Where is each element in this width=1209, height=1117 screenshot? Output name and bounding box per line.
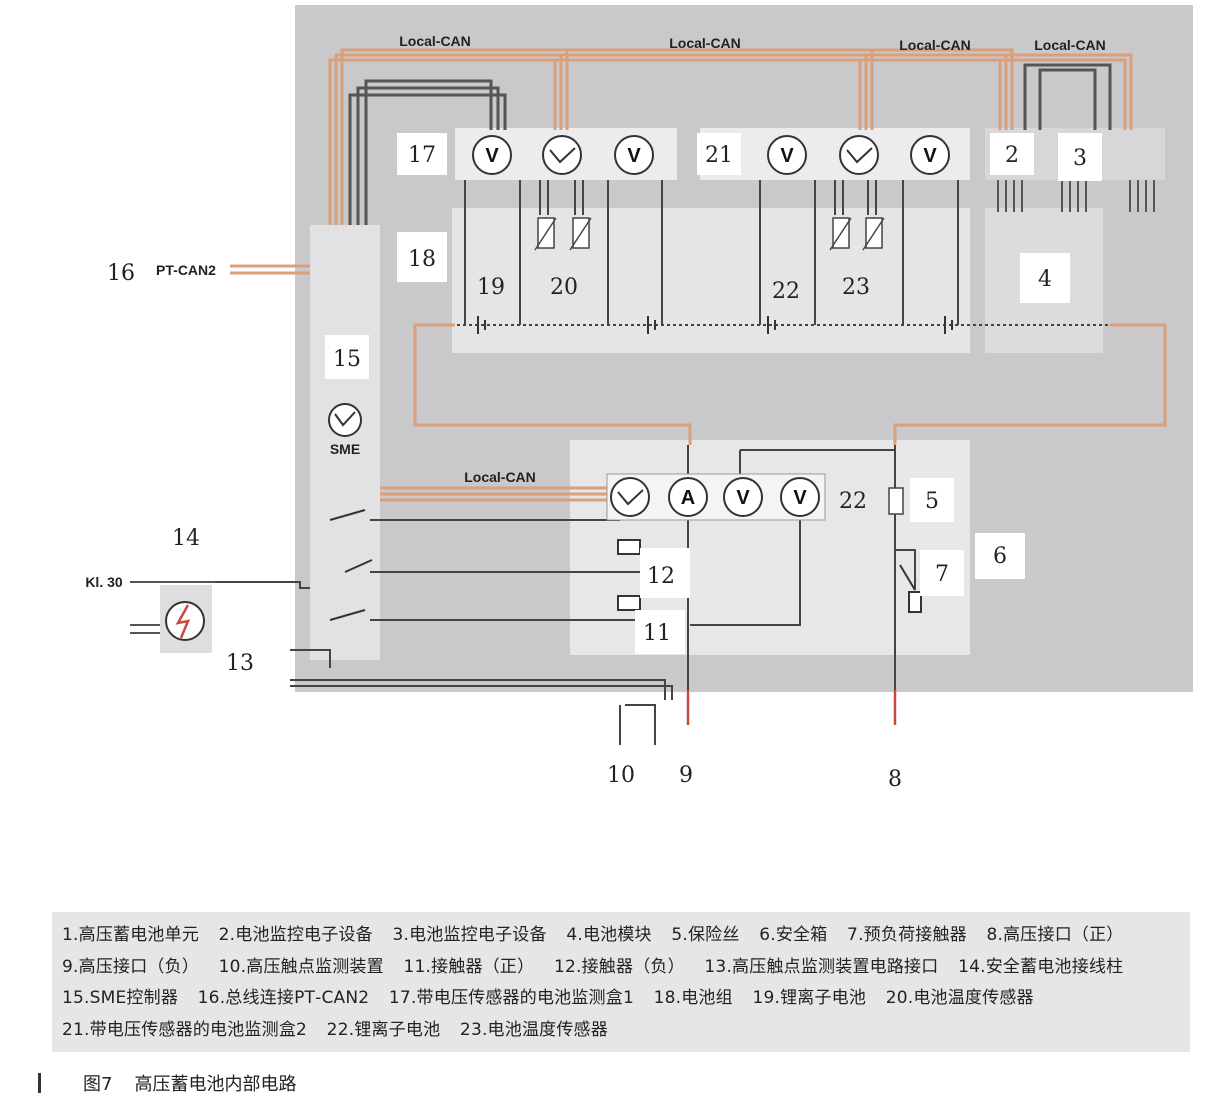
voltage-meter-1a: V xyxy=(472,135,512,175)
callout-16: 16 xyxy=(107,261,135,286)
callout-7: 7 xyxy=(935,562,949,587)
current-sensor-2-icon xyxy=(839,135,879,175)
legend-item: 16.总线连接PT‐CAN2 xyxy=(197,988,370,1008)
kl30-wire xyxy=(130,581,215,634)
callout-14: 14 xyxy=(172,526,200,551)
legend-item: 2.电池监控电子设备 xyxy=(218,925,373,945)
hv-output-wires xyxy=(686,690,897,725)
figure-number: 图7 xyxy=(83,1074,113,1095)
ammeter: A xyxy=(668,477,708,517)
callout-11: 11 xyxy=(643,621,671,646)
local-can-label-4: Local-CAN xyxy=(1034,37,1106,53)
figure-caption: 图7 高压蓄电池内部电路 xyxy=(38,1068,296,1098)
callout-18: 18 xyxy=(408,247,436,272)
callout-20: 20 xyxy=(550,275,578,300)
svg-text:V: V xyxy=(485,145,499,167)
current-sensor-safety-box-icon xyxy=(610,477,650,517)
contactor-switches xyxy=(329,509,922,621)
callout-21: 21 xyxy=(705,143,733,168)
sme-sensor-icon xyxy=(328,403,362,437)
lightning-icon xyxy=(165,601,205,641)
local-can-safety-box xyxy=(380,486,610,502)
callout-6: 6 xyxy=(993,544,1007,569)
voltage-meter-safety-b: V xyxy=(780,477,820,517)
callout-10: 10 xyxy=(607,763,635,788)
voltage-meter-1b: V xyxy=(614,135,654,175)
local-can-label-2: Local-CAN xyxy=(669,35,741,51)
legend-item: 18.电池组 xyxy=(653,988,733,1008)
callout-5: 5 xyxy=(925,489,939,514)
sme-label: SME xyxy=(330,441,360,457)
voltage-meter-2a: V xyxy=(767,135,807,175)
battery-pack-panel xyxy=(452,208,970,353)
legend-item: 10.高压触点监测装置 xyxy=(218,956,384,977)
callout-15: 15 xyxy=(333,347,361,372)
legend-item: 22.锂离子电池 xyxy=(326,1019,441,1040)
local-can-label-3: Local-CAN xyxy=(899,37,971,53)
callout-23: 23 xyxy=(842,275,870,300)
callout-19: 19 xyxy=(477,275,505,300)
hv-loop xyxy=(413,323,1167,445)
legend-item: 4.电池模块 xyxy=(566,925,652,945)
legend-item: 13.高压触点监测装置电路接口 xyxy=(704,956,939,977)
callout-4: 4 xyxy=(1038,267,1052,292)
svg-text:V: V xyxy=(780,145,794,167)
electronics-connectors xyxy=(997,180,1155,212)
svg-text:A: A xyxy=(681,487,695,509)
callout-3: 3 xyxy=(1073,146,1087,171)
svg-text:V: V xyxy=(736,487,750,509)
legend-item: 8.高压接口（正） xyxy=(986,925,1124,945)
local-can-label-5: Local-CAN xyxy=(464,469,536,485)
electronics-3-panel xyxy=(1105,128,1165,180)
voltage-meter-2b: V xyxy=(910,135,950,175)
temperature-sensors-20 xyxy=(534,217,592,251)
legend-item: 7.预负荷接触器 xyxy=(847,925,967,945)
callout-12: 12 xyxy=(647,564,675,589)
legend-item: 21.带电压传感器的电池监测盒2 xyxy=(62,1019,308,1040)
callout-13: 13 xyxy=(226,651,254,676)
li-ion-cells xyxy=(477,316,953,334)
callout-22a: 22 xyxy=(772,279,800,304)
legend-item: 14.安全蓄电池接线柱 xyxy=(958,956,1124,977)
callout-9: 9 xyxy=(679,763,693,788)
legend-item: 3.电池监控电子设备 xyxy=(392,925,547,945)
temperature-sensors-23 xyxy=(829,217,885,251)
legend-item: 9.高压接口（负） xyxy=(62,956,200,977)
caption-bar xyxy=(38,1073,41,1093)
pt-can2-wires xyxy=(230,264,310,275)
local-can-bundles xyxy=(328,48,1133,225)
sme-panel xyxy=(310,225,380,660)
svg-text:V: V xyxy=(793,487,807,509)
callout-17: 17 xyxy=(408,143,436,168)
callout-22b: 22 xyxy=(839,489,867,514)
legend-item: 19.锂离子电池 xyxy=(752,988,867,1008)
legend-item: 6.安全箱 xyxy=(759,925,828,945)
callout-8: 8 xyxy=(888,767,902,792)
module-wiring xyxy=(415,180,1115,326)
kl30-label: Kl. 30 xyxy=(85,574,123,590)
battery-circuit-diagram: V V V V A V V SME xyxy=(85,5,1193,792)
current-sensor-1-icon xyxy=(542,135,582,175)
local-can-label-1: Local-CAN xyxy=(399,33,471,49)
callout-boxes xyxy=(325,133,1102,654)
legend-item: 15.SME控制器 xyxy=(62,988,179,1008)
svg-text:V: V xyxy=(923,145,937,167)
pt-can2-label: PT-CAN2 xyxy=(156,262,216,278)
figure-title: 高压蓄电池内部电路 xyxy=(134,1074,297,1095)
svg-text:V: V xyxy=(627,145,641,167)
legend-item: 11.接触器（正） xyxy=(403,956,535,977)
callout-2: 2 xyxy=(1005,143,1019,168)
legend-item: 12.接触器（负） xyxy=(553,956,685,977)
legend-box: 1.高压蓄电池单元 2.电池监控电子设备 3.电池监控电子设备 4.电池模块 5… xyxy=(52,912,1190,1052)
legend-item: 5.保险丝 xyxy=(671,925,740,945)
fuse-5 xyxy=(888,487,904,515)
legend-item: 23.电池温度传感器 xyxy=(459,1019,608,1040)
legend-item: 20.电池温度传感器 xyxy=(885,988,1034,1008)
voltage-meter-safety-a: V xyxy=(723,477,763,517)
legend-item: 17.带电压传感器的电池监测盒1 xyxy=(388,988,634,1008)
legend-item: 1.高压蓄电池单元 xyxy=(62,925,200,945)
